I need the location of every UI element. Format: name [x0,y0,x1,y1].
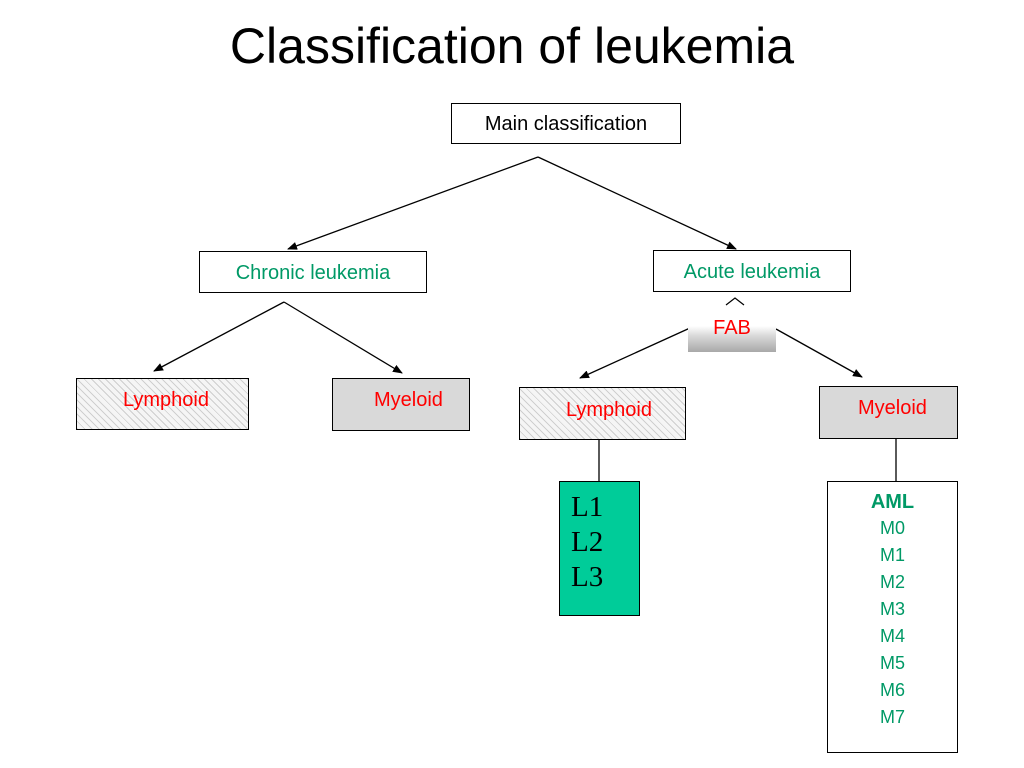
acute-myeloid-box: Myeloid [819,386,958,439]
page-title: Classification of leukemia [229,18,795,74]
aml-subtype-item: M6 [879,680,905,700]
chronic-leukemia-label: Chronic leukemia [235,262,391,284]
aml-subtype-item: M3 [879,599,905,619]
aml-heading: AML [870,491,915,513]
lymphoid-subtype-item: L2 [571,526,604,559]
acute-lymphoid-box: Lymphoid [519,387,686,440]
arrow-main-to-acute [537,156,737,250]
arrow-acute-to-lymphoid [579,327,691,379]
aml-subtype-item: M7 [879,707,905,727]
chronic-lymphoid-label: Lymphoid [123,389,209,411]
main-classification-label: Main classification [484,113,648,135]
acute-leukemia-box: Acute leukemia [653,250,851,292]
lymphoid-subtypes-box: L1 L2 L3 [559,481,640,616]
main-classification-box: Main classification [451,103,681,144]
aml-subtype-item: M0 [879,518,905,538]
aml-subtypes-box: AML M0 M1 M2 M3 M4 M5 M6 M7 [827,481,958,753]
chronic-myeloid-box: Myeloid [332,378,470,431]
chronic-leukemia-box: Chronic leukemia [199,251,427,293]
fab-badge: FAB [688,312,776,352]
acute-lymphoid-label: Lymphoid [566,399,652,421]
acute-leukemia-label: Acute leukemia [683,261,821,283]
aml-subtype-item: M1 [879,545,905,565]
fab-label: FAB [713,317,751,339]
lymphoid-subtype-item: L3 [571,561,604,594]
chronic-lymphoid-box: Lymphoid [76,378,249,430]
aml-subtype-item: M4 [879,626,905,646]
lymphoid-subtype-item: L1 [571,491,604,523]
aml-subtype-item: M5 [879,653,905,673]
aml-subtype-item: M2 [879,572,905,592]
arrow-acute-to-myeloid [775,328,863,378]
chevron-up-icon [725,297,745,306]
arrow-chronic-to-lymphoid [153,301,285,372]
chronic-myeloid-label: Myeloid [374,389,443,411]
arrow-chronic-to-myeloid [283,301,403,374]
arrow-main-to-chronic [287,156,539,250]
acute-myeloid-label: Myeloid [858,397,927,419]
